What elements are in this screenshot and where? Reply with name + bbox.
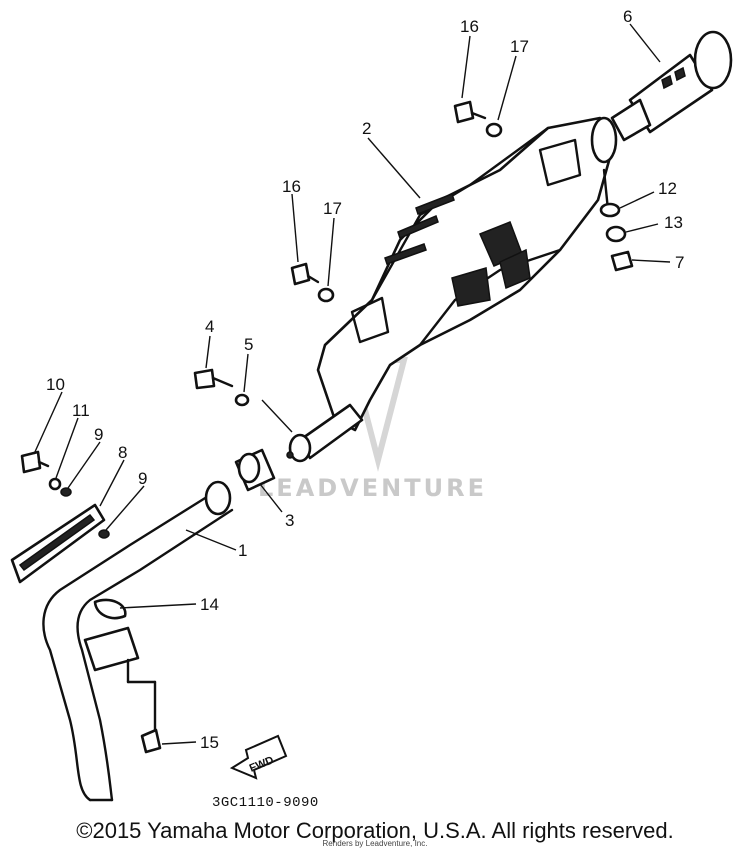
heat-protector-part-8[interactable] bbox=[10, 503, 106, 584]
bolt-part-16-lower[interactable] bbox=[290, 262, 320, 286]
watermark-text: LEADVENTURE bbox=[258, 474, 487, 502]
exhaust-pipe-part-1[interactable] bbox=[42, 480, 234, 802]
leader-lines bbox=[33, 23, 671, 745]
spring-part-11[interactable] bbox=[48, 477, 62, 491]
washer-part-17-upper[interactable] bbox=[485, 122, 503, 138]
callout-17-lower: 17 bbox=[323, 199, 342, 218]
tail-pipe-part-6[interactable] bbox=[610, 30, 733, 142]
callout-17-upper: 17 bbox=[510, 37, 529, 56]
washer-part-12[interactable] bbox=[599, 202, 621, 218]
callout-12: 12 bbox=[658, 179, 677, 198]
callout-8: 8 bbox=[118, 443, 127, 462]
callout-16-upper: 16 bbox=[460, 17, 479, 36]
washer-part-17-lower[interactable] bbox=[317, 287, 335, 303]
callout-2: 2 bbox=[362, 119, 371, 138]
bolt-part-7[interactable] bbox=[610, 250, 634, 272]
bolt-part-15[interactable] bbox=[140, 728, 162, 754]
callout-11: 11 bbox=[72, 401, 90, 420]
muffler-inlet-pipe bbox=[286, 403, 364, 463]
callout-5: 5 bbox=[244, 335, 253, 354]
bolt-part-16-upper[interactable] bbox=[453, 100, 487, 124]
nut-part-13[interactable] bbox=[605, 225, 627, 243]
callout-6: 6 bbox=[623, 7, 632, 26]
muffler-part-2[interactable] bbox=[316, 116, 618, 432]
washer-part-9-lower[interactable] bbox=[98, 529, 110, 539]
callout-9-lower: 9 bbox=[138, 469, 147, 488]
callout-13: 13 bbox=[664, 213, 683, 232]
callout-3: 3 bbox=[285, 511, 294, 530]
callout-1: 1 bbox=[238, 541, 247, 560]
callout-7: 7 bbox=[675, 253, 684, 272]
washer-part-5[interactable] bbox=[234, 393, 250, 407]
render-credit: Renders by Leadventure, Inc. bbox=[322, 839, 428, 848]
washer-part-9-upper[interactable] bbox=[60, 487, 72, 497]
callout-14: 14 bbox=[200, 595, 219, 614]
bolt-part-4[interactable] bbox=[193, 368, 234, 390]
bolt-part-10[interactable] bbox=[20, 450, 50, 474]
callout-10: 10 bbox=[46, 375, 65, 394]
drawing-code: 3GC1110-9090 bbox=[212, 795, 319, 811]
callout-16-lower: 16 bbox=[282, 177, 301, 196]
callout-4: 4 bbox=[205, 317, 214, 336]
copyright-notice: ©2015 Yamaha Motor Corporation, U.S.A. A… bbox=[76, 818, 674, 843]
callout-numbers: 2 6 16 17 16 17 12 13 7 4 5 10 11 9 8 9 … bbox=[46, 7, 684, 752]
callout-9-upper: 9 bbox=[94, 425, 103, 444]
fwd-arrow: FWD bbox=[229, 734, 288, 780]
gasket-part-3[interactable] bbox=[234, 448, 276, 492]
callout-15: 15 bbox=[200, 733, 219, 752]
